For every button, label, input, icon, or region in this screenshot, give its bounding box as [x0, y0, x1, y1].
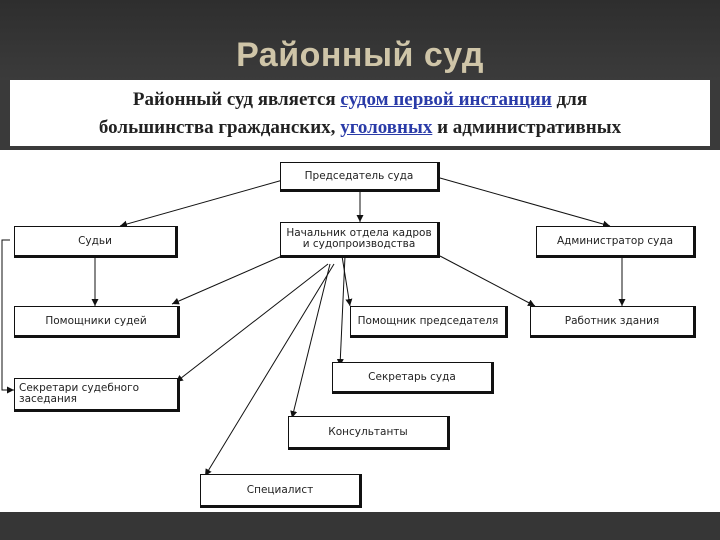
slide-title: Районный суд	[236, 36, 484, 74]
arrow-hrhead-consultants	[290, 263, 331, 419]
arrow-left-bracket	[1, 239, 14, 394]
paragraph-text-2: для	[551, 89, 588, 110]
node-session-secretaries: Секретари судебного заседания	[14, 378, 180, 412]
paragraph-text-3: большинства гражданских,	[98, 117, 341, 138]
node-consultants: Консультанты	[288, 416, 450, 450]
arrow-hrhead-secretary	[336, 255, 346, 367]
arrow-chairman-judges	[119, 177, 291, 228]
arrow-hrhead-assistants	[171, 255, 283, 305]
node-court-secretary: Секретарь суда	[332, 362, 494, 394]
arrow-chairman-administrator	[439, 177, 611, 228]
node-specialist: Специалист	[200, 474, 362, 508]
node-assistant-chairman: Помощник председателя	[350, 306, 508, 338]
node-hr-head: Начальник отдела кадров и судопроизводст…	[280, 222, 440, 258]
paragraph-box: Районный суд является судом первой инста…	[10, 80, 710, 146]
arrow-hrhead-worker	[439, 255, 536, 307]
node-assistant-judges: Помощники судей	[14, 306, 180, 338]
connector-lines	[1, 177, 626, 477]
node-administrator: Администратор суда	[536, 226, 696, 258]
paragraph-text-1: Районный суд является	[132, 89, 341, 110]
org-chart: Председатель суда Судьи Начальник отдела…	[0, 150, 720, 512]
link-criminal[interactable]: уголовных	[340, 117, 433, 138]
title-bar: Районный суд	[0, 0, 720, 80]
arrow-hrhead-assistant-chairman	[341, 255, 353, 307]
paragraph-text-4: и административных	[432, 117, 622, 138]
arrow-hrhead-session-secretaries	[175, 263, 329, 383]
node-judges: Судьи	[14, 226, 178, 258]
arrow-hrhead-specialist	[204, 263, 335, 477]
link-first-instance[interactable]: судом первой инстанции	[340, 89, 552, 110]
node-building-worker: Работник здания	[530, 306, 696, 338]
paragraph: Районный суд является судом первой инста…	[10, 86, 710, 142]
bottom-strip	[0, 512, 720, 540]
node-chairman: Председатель суда	[280, 162, 440, 192]
